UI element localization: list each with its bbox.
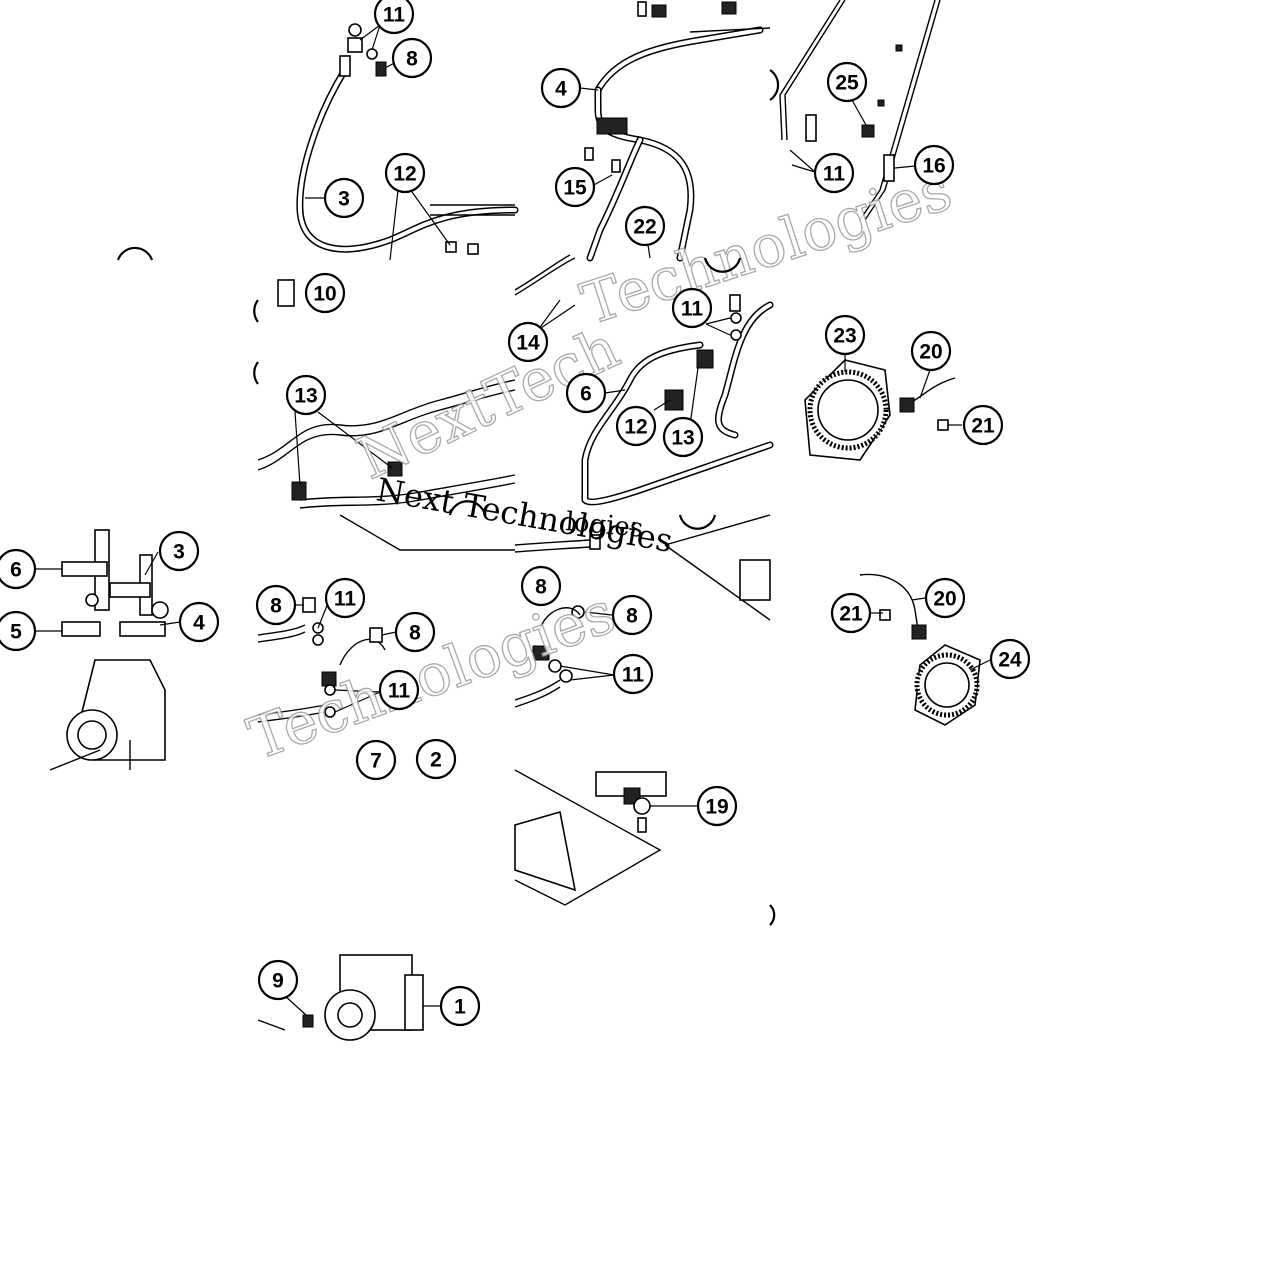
callout-8: 8 [391,37,433,79]
svg-text:10: 10 [313,283,336,306]
bracket-19-group [514,769,667,906]
svg-text:20: 20 [919,341,942,364]
svg-text:3: 3 [338,188,350,211]
callout-5: 5 [0,610,37,652]
callout-12: 12 [615,405,657,447]
rear-lines-group [779,0,941,221]
svg-text:13: 13 [671,427,694,450]
svg-text:1: 1 [454,996,466,1019]
callout-11: 11 [612,653,654,695]
callout-2: 2 [415,738,457,780]
svg-text:2: 2 [430,749,442,772]
svg-text:14: 14 [516,332,540,355]
callout-9: 9 [257,959,299,1001]
svg-text:5: 5 [10,621,22,644]
front-line-group [257,279,516,551]
callout-7: 7 [355,739,397,781]
callout-25: 25 [826,61,868,103]
svg-text:11: 11 [622,664,645,687]
callout-22: 22 [624,205,666,247]
svg-text:4: 4 [555,78,567,101]
abs-unit-left [49,529,169,771]
svg-text:8: 8 [270,595,282,618]
hose-4-group [584,1,771,262]
svg-text:23: 23 [833,325,856,348]
callout-21: 21 [830,592,872,634]
callout-11: 11 [373,0,415,35]
tone-ring-bottom [859,573,981,726]
svg-text:11: 11 [388,680,411,703]
svg-text:15: 15 [563,177,587,200]
watermark-text: logies [564,507,644,544]
svg-text:8: 8 [406,48,418,71]
svg-text:25: 25 [835,72,859,95]
callout-13: 13 [285,374,327,416]
tone-ring-top [804,359,956,461]
svg-text:9: 9 [272,970,284,993]
svg-text:8: 8 [409,622,421,645]
svg-text:11: 11 [681,298,704,321]
svg-text:3: 3 [173,541,185,564]
callout-8: 8 [394,611,436,653]
svg-text:4: 4 [193,612,205,635]
callout-20: 20 [910,330,952,372]
svg-text:11: 11 [823,163,846,186]
callout-3: 3 [323,177,365,219]
callout-10: 10 [304,272,346,314]
callout-11: 11 [671,287,713,329]
callout-1: 1 [439,985,481,1027]
abs-unit-bottom [257,954,424,1041]
fittings-group-2 [514,514,771,708]
tile-edge-fragments [116,69,780,926]
callout-11: 11 [378,669,420,711]
svg-text:19: 19 [705,796,728,819]
callout-8: 8 [611,594,653,636]
svg-text:6: 6 [10,559,22,582]
callout-8: 8 [255,584,297,626]
callout-23: 23 [824,314,866,356]
callout-14: 14 [507,321,549,363]
callout-19: 19 [696,785,738,827]
svg-text:12: 12 [393,163,416,186]
svg-text:7: 7 [370,750,382,773]
callout-8: 8 [520,565,562,607]
svg-text:11: 11 [334,588,357,611]
callout-11: 11 [813,152,855,194]
callout-4: 4 [540,67,582,109]
svg-text:12: 12 [624,416,647,439]
svg-text:24: 24 [998,649,1022,672]
svg-text:11: 11 [383,4,406,27]
svg-text:8: 8 [626,605,638,628]
fittings-group [257,597,386,723]
svg-text:21: 21 [839,603,863,626]
callout-11: 11 [324,577,366,619]
callout-21: 21 [962,404,1004,446]
svg-text:22: 22 [633,216,656,239]
callout-12: 12 [384,152,426,194]
svg-text:20: 20 [933,588,956,611]
callout-6: 6 [565,372,607,414]
svg-text:6: 6 [580,383,592,406]
svg-text:13: 13 [294,385,317,408]
svg-text:8: 8 [535,576,547,599]
callout-20: 20 [924,577,966,619]
callout-15: 15 [554,166,596,208]
svg-text:16: 16 [922,155,945,178]
callout-3: 3 [158,530,200,572]
callout-24: 24 [989,638,1031,680]
callout-4: 4 [178,601,220,643]
callout-16: 16 [913,144,955,186]
hose-6-group [514,254,774,506]
callouts: 11 8 3 12 4 15 22 25 11 16 10 13 14 11 6… [0,0,1031,1027]
callout-13: 13 [662,416,704,458]
svg-text:21: 21 [971,415,995,438]
hose-3-group [296,23,519,255]
callout-6: 6 [0,548,37,590]
